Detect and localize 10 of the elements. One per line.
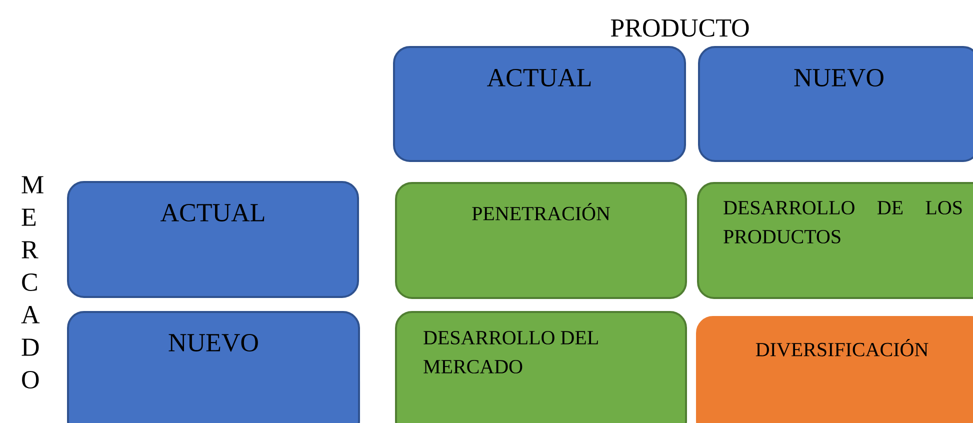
heading: PRODUCTO: [610, 19, 749, 37]
column-header-box: ACTUAL: [393, 46, 686, 162]
strategy-box: DIVERSIFICACIÓN: [696, 316, 973, 423]
row-header-box: ACTUAL: [67, 181, 359, 298]
strategy-box: DESARROLLO DEL MERCADO: [395, 311, 687, 423]
strategy-box: PENETRACIÓN: [395, 182, 687, 299]
column-header-box: NUEVO: [698, 46, 973, 162]
strategy-box: DESARROLLO DE LOS PRODUCTOS: [697, 182, 973, 299]
vertical-axis-label: MERCADO: [21, 176, 44, 388]
row-header-box: NUEVO: [67, 311, 360, 423]
